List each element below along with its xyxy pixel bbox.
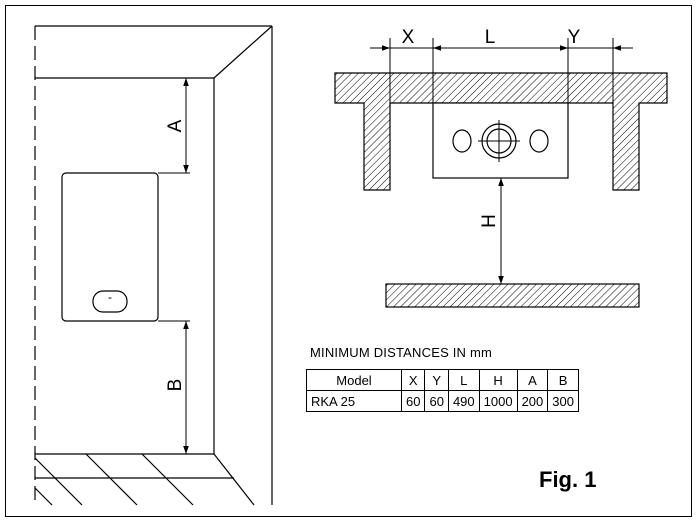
dimension-b [158, 320, 190, 454]
table-header-cell: L [447, 369, 480, 391]
table-cell: RKA 25 [306, 390, 402, 412]
table-header-cell: A [516, 369, 549, 391]
dimension-xly [370, 38, 633, 103]
label-h: H [479, 214, 500, 228]
dimension-a [158, 78, 190, 174]
figure-frame [5, 5, 692, 517]
label-a: A [165, 119, 186, 132]
table-cell: 60 [400, 390, 426, 412]
boiler-hole-left [452, 129, 472, 153]
table-cell: 60 [424, 390, 449, 412]
table-caption: MINIMUM DISTANCES IN mm [310, 345, 493, 360]
table-cell: 1000 [478, 390, 518, 412]
table-header-cell: H [478, 369, 518, 391]
table-header-cell: Model [306, 369, 402, 391]
label-b: B [165, 379, 186, 392]
wall-corner-diagonal-top [213, 25, 273, 79]
label-y: Y [568, 27, 581, 48]
boiler-display [92, 290, 128, 313]
label-l: L [485, 27, 496, 48]
table-cell: 490 [447, 390, 480, 412]
boiler-hole-right [529, 129, 549, 153]
boiler-indicator: - [108, 290, 112, 304]
floor-tiles [34, 453, 234, 506]
figure-label: Fig. 1 [539, 467, 597, 492]
opposite-wall-hatched [385, 283, 640, 308]
boiler-unit [61, 172, 159, 322]
wall-corner-diagonal-bottom [213, 453, 255, 506]
table-cell: 300 [547, 390, 579, 412]
table-cell: 200 [516, 390, 549, 412]
table-header-cell: B [547, 369, 579, 391]
table-header-cell: X [400, 369, 426, 391]
wall-elevation [34, 25, 273, 506]
label-x: X [402, 27, 415, 48]
table-header-cell: Y [424, 369, 449, 391]
